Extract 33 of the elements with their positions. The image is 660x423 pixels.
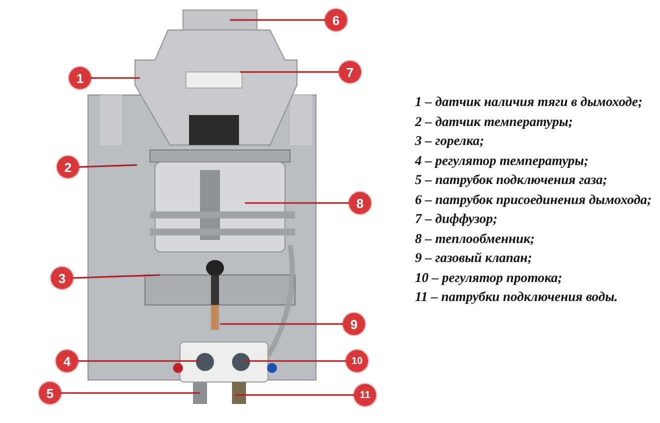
legend-text: 9 – газовый клапан; <box>415 249 534 267</box>
legend-text: 7 – диффузор; <box>415 210 498 228</box>
callout-number: 4 <box>56 350 78 372</box>
legend-text: 1 – датчик наличия тяги в дымоходе; <box>415 93 644 111</box>
callout-number: 11 <box>354 384 376 406</box>
legend-text: 2 – датчик температуры; <box>415 112 574 131</box>
callout-number: 7 <box>339 61 361 83</box>
callout-number: 3 <box>51 267 73 289</box>
callout-number: 10 <box>346 350 368 372</box>
legend-text: 10 – регулятор протока; <box>415 268 564 287</box>
legend-text: 3 – горелка; <box>415 132 486 150</box>
leader-line <box>220 323 343 325</box>
callout-number: 5 <box>39 382 61 404</box>
callout-number: 1 <box>69 67 91 89</box>
leader-line <box>240 71 339 73</box>
legend-text: 4 – регулятор температуры; <box>415 152 590 170</box>
callout-number: 9 <box>343 313 365 335</box>
legend-text: 6 – патрубок присоединения дымохода; <box>415 190 653 209</box>
leader-line <box>61 392 200 394</box>
leader-line <box>230 19 325 21</box>
legend-text: 11 – патрубки подключения воды. <box>415 288 619 306</box>
callout-number: 2 <box>57 156 79 178</box>
leader-line <box>235 394 354 396</box>
leader-line <box>78 164 138 168</box>
leader-line <box>72 274 160 279</box>
leader-line <box>245 360 346 362</box>
legend-text: 5 – патрубок подключения газа; <box>415 171 608 189</box>
callout-number: 6 <box>325 9 347 31</box>
callout-number: 8 <box>349 192 371 214</box>
leader-line <box>78 360 200 362</box>
leader-line <box>245 202 349 204</box>
leader-line <box>91 77 140 79</box>
legend-text: 8 – теплообменник; <box>415 230 536 248</box>
